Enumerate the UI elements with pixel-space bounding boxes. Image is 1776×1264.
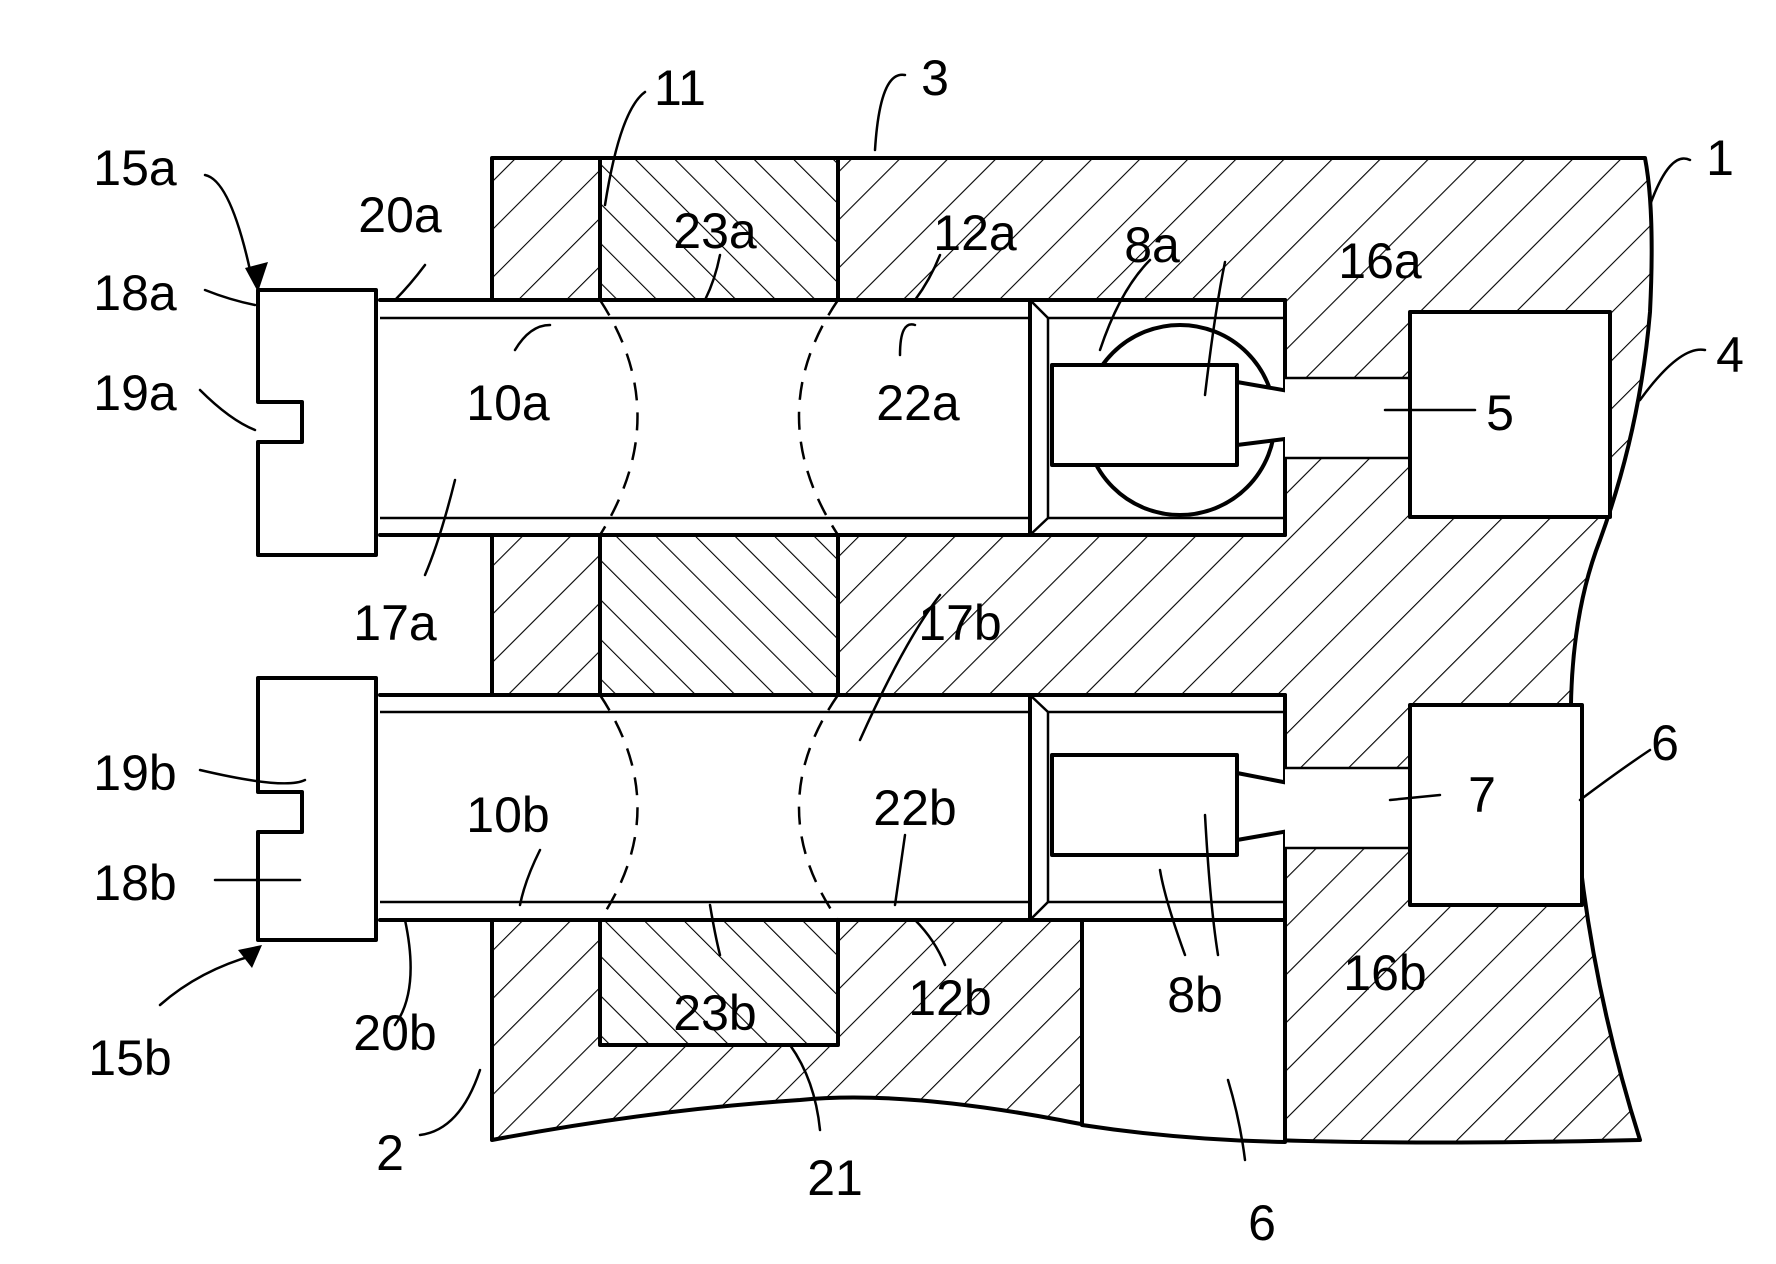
label-3: 3: [921, 50, 949, 106]
label-12b: 12b: [908, 970, 991, 1026]
screw-head-18b: [258, 678, 376, 940]
label-21: 21: [807, 1150, 863, 1206]
label-16a: 16a: [1338, 233, 1422, 289]
label-2: 2: [376, 1125, 404, 1181]
label-17b: 17b: [918, 595, 1001, 651]
port-6: [1410, 705, 1582, 905]
label-4: 4: [1716, 327, 1744, 383]
label-12a: 12a: [933, 205, 1017, 261]
label-6-bottom: 6: [1248, 1195, 1276, 1251]
label-19a: 19a: [93, 365, 177, 421]
label-20a: 20a: [358, 187, 442, 243]
screw-head-18a: [258, 290, 376, 555]
label-16b: 16b: [1343, 945, 1426, 1001]
label-1: 1: [1706, 130, 1734, 186]
label-17a: 17a: [353, 595, 437, 651]
label-5: 5: [1486, 385, 1514, 441]
label-7: 7: [1468, 767, 1496, 823]
label-22b: 22b: [873, 780, 956, 836]
label-20b: 20b: [353, 1005, 436, 1061]
label-19b: 19b: [93, 745, 176, 801]
label-15a: 15a: [93, 140, 177, 196]
label-6-right: 6: [1651, 715, 1679, 771]
label-15b: 15b: [88, 1030, 171, 1086]
label-8a: 8a: [1124, 217, 1180, 273]
label-23a: 23a: [673, 203, 757, 259]
label-18b: 18b: [93, 855, 176, 911]
label-10b: 10b: [466, 787, 549, 843]
valve-8b: [1052, 755, 1415, 855]
label-18a: 18a: [93, 265, 177, 321]
label-11: 11: [654, 60, 706, 116]
arrow-15b-icon: [238, 945, 262, 968]
label-23b: 23b: [673, 985, 756, 1041]
label-8b: 8b: [1167, 967, 1223, 1023]
label-10a: 10a: [466, 375, 550, 431]
label-22a: 22a: [876, 375, 960, 431]
